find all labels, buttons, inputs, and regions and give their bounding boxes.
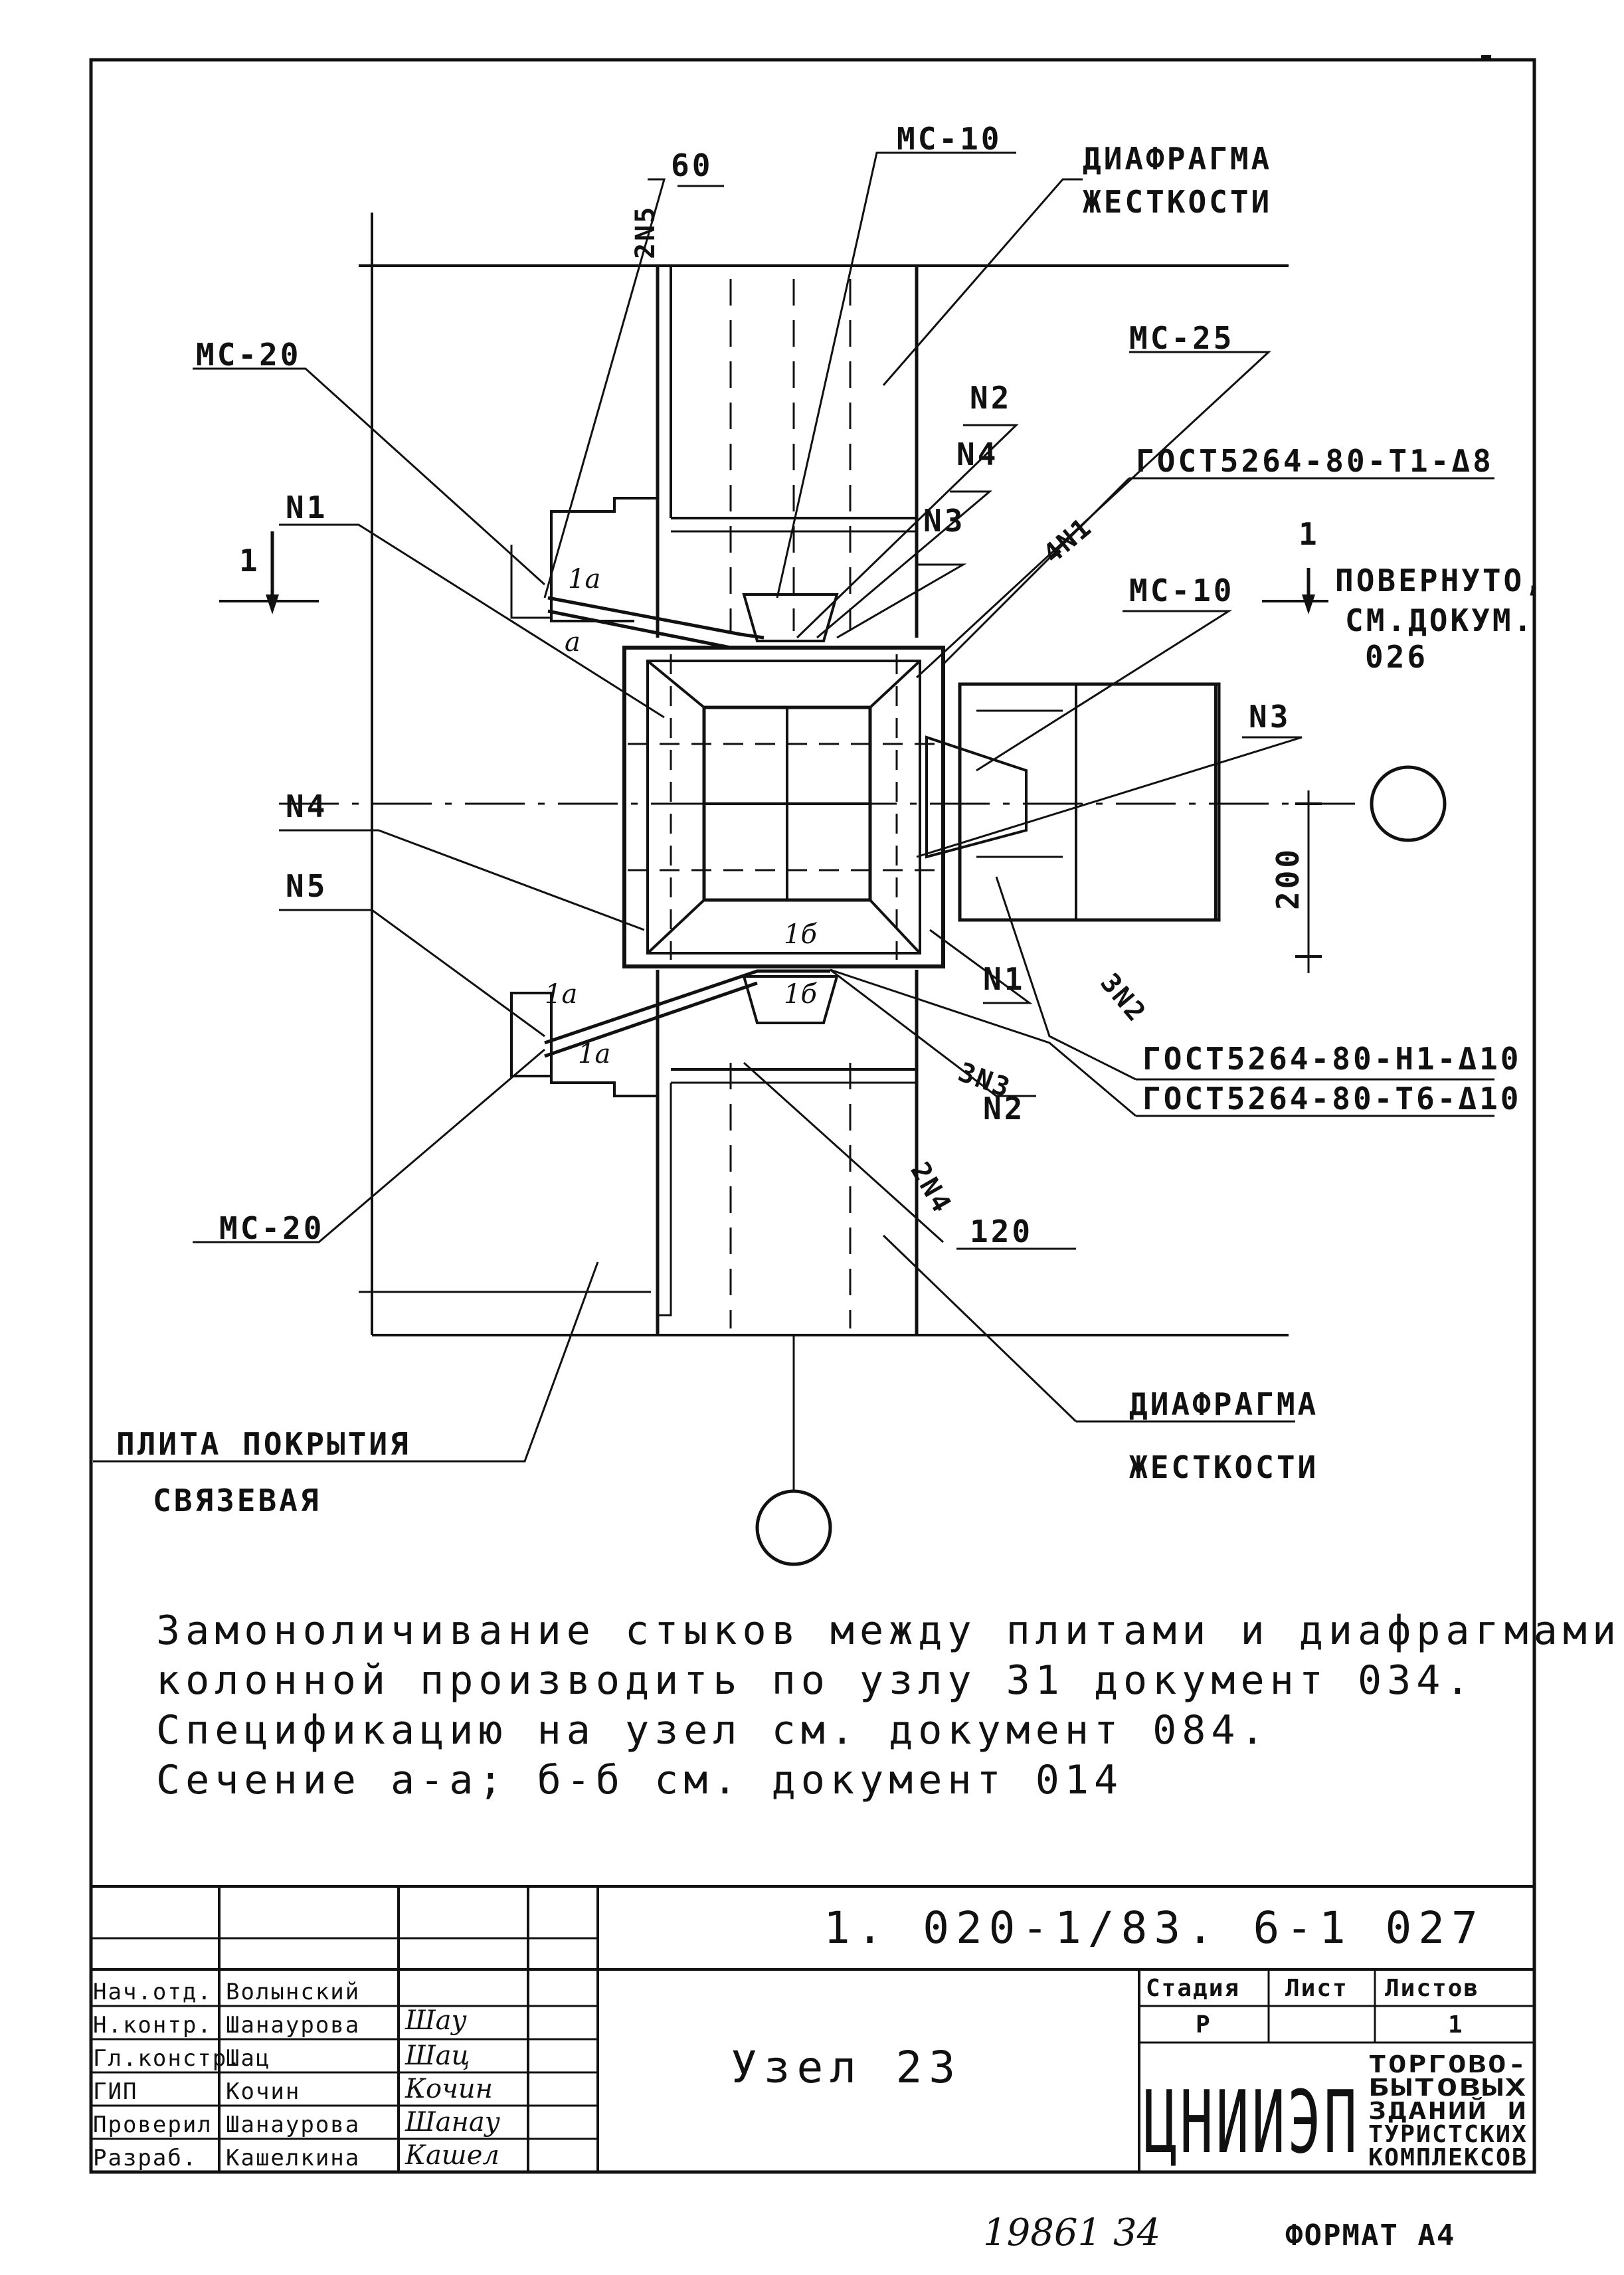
- role-4: ГИП: [93, 2078, 137, 2105]
- sheet-frame: [89, 58, 1536, 2174]
- label-n4-left: N4: [286, 788, 327, 824]
- label-section-1-right: 1: [1299, 516, 1320, 552]
- org-name-3: ЗДАНИЙ И: [1368, 2097, 1528, 2125]
- paper-format: ФОРМАТ А4: [1285, 2219, 1455, 2252]
- label-a-top: а: [565, 627, 581, 658]
- note-line-4: Сечение а-а; б-б см. документ 014: [156, 1757, 1123, 1803]
- label-dim-200: 200: [1270, 847, 1306, 910]
- name-2: Шанаурова: [226, 2012, 360, 2039]
- org-logo: ЦНИИЭП: [1144, 2072, 1360, 2173]
- label-rotated-3: 026: [1365, 639, 1428, 675]
- label-diaphragm-bot-1: ДИАФРАГМА: [1129, 1386, 1318, 1422]
- label-n3-right: N3: [1249, 699, 1291, 735]
- node-title: Узел 23: [731, 2042, 962, 2093]
- role-5: Проверил: [93, 2112, 213, 2138]
- org-name-2: БЫТОВЫХ: [1368, 2074, 1528, 2102]
- signature-4: Шанау: [405, 2107, 501, 2138]
- label-dim-60: 60: [671, 147, 713, 183]
- archive-number: 19861 34: [983, 2211, 1160, 2254]
- name-5: Шанаурова: [226, 2112, 360, 2138]
- label-mc10-top: МС-10: [897, 121, 1002, 157]
- label-la-top: 1а: [568, 564, 600, 594]
- role-6: Разраб.: [93, 2145, 197, 2171]
- signature-5: Кашел: [405, 2140, 499, 2171]
- note-line-3: Спецификацию на узел см. документ 084.: [156, 1707, 1270, 1754]
- label-mc25: МС-25: [1129, 320, 1234, 356]
- label-2n5: 2N5: [630, 205, 661, 259]
- signature-1: Шау: [405, 2005, 467, 2036]
- stage-header: Стадия: [1146, 1975, 1240, 2002]
- label-la-bot-2: 1а: [578, 1039, 610, 1069]
- stage-value: Р: [1196, 2011, 1212, 2039]
- label-slab-2: СВЯЗЕВАЯ: [153, 1483, 321, 1518]
- axis-marker-bottom: [755, 1489, 832, 1566]
- label-1b-bot: 1б: [784, 979, 817, 1010]
- label-rotated-1: ПОВЕРНУТО,: [1335, 563, 1546, 598]
- label-1b-top: 1б: [784, 919, 817, 950]
- label-mc20-top: МС-20: [196, 337, 301, 373]
- note-line-2: колонной производить по узлу 31 документ…: [156, 1657, 1475, 1704]
- role-2: Н.контр.: [93, 2012, 213, 2039]
- label-3n2: 3N2: [1094, 968, 1152, 1029]
- sheets-header: Листов: [1385, 1975, 1479, 2002]
- signature-3: Кочин: [405, 2074, 493, 2104]
- label-la-bot-1: 1а: [545, 979, 577, 1010]
- axis-marker-right: [1370, 765, 1447, 842]
- label-n2-bot: N2: [983, 1091, 1025, 1127]
- doc-code: 1. 020-1/83. 6-1 027: [824, 1902, 1485, 1954]
- node-drawing: МС-10 ДИАФРАГМА ЖЕСТКОСТИ 2N5 60 МС-20 М…: [93, 121, 1546, 1566]
- role-1: Нач.отд.: [93, 1979, 213, 2005]
- sheets-value: 1: [1448, 2011, 1464, 2039]
- label-diaphragm-top-2: ЖЕСТКОСТИ: [1083, 184, 1272, 220]
- label-section-1: 1: [239, 543, 260, 579]
- label-n2-top: N2: [970, 380, 1012, 416]
- label-gost-h1: ГОСТ5264-80-Н1-Δ10: [1142, 1041, 1522, 1077]
- name-4: Кочин: [226, 2078, 300, 2105]
- label-gost-t1: ГОСТ5264-80-Т1-Δ8: [1136, 443, 1494, 479]
- label-mc10-right: МС-10: [1129, 573, 1234, 608]
- name-1: Волынский: [226, 1979, 360, 2005]
- label-2n4: 2N4: [904, 1157, 957, 1219]
- sheet-header: Лист: [1285, 1975, 1348, 2002]
- name-3: Шац: [226, 2045, 270, 2072]
- label-dim-120: 120: [970, 1214, 1033, 1249]
- name-6: Кашелкина: [226, 2145, 360, 2171]
- org-name-1: ТОРГОВО-: [1368, 2051, 1528, 2078]
- label-diaphragm-top-1: ДИАФРАГМА: [1083, 141, 1272, 177]
- signature-2: Шац: [405, 2041, 470, 2071]
- role-3: Гл.констр.: [93, 2045, 242, 2072]
- label-mc20-bot: МС-20: [219, 1210, 324, 1246]
- label-diaphragm-bot-2: ЖЕСТКОСТИ: [1129, 1449, 1318, 1485]
- title-block: 1. 020-1/83. 6-1 027 Нач.отд. Н.контр. Г…: [91, 1885, 1534, 2173]
- note-line-1: Замоноличивание стыков между плитами и д…: [156, 1607, 1624, 1654]
- label-n1-left: N1: [286, 490, 327, 525]
- label-slab-1: ПЛИТА ПОКРЫТИЯ: [116, 1426, 411, 1462]
- label-n3-top: N3: [923, 503, 965, 539]
- label-n1-right: N1: [983, 961, 1025, 997]
- org-name-5: КОМПЛЕКСОВ: [1368, 2144, 1528, 2171]
- label-rotated-2: СМ.ДОКУМ.: [1345, 602, 1534, 638]
- org-name-4: ТУРИСТСКИХ: [1368, 2121, 1528, 2148]
- notes-block: Замоноличивание стыков между плитами и д…: [156, 1607, 1624, 1803]
- label-gost-t6: ГОСТ5264-80-Т6-Δ10: [1142, 1081, 1522, 1117]
- label-n4-top: N4: [956, 436, 998, 472]
- label-n5: N5: [286, 868, 327, 904]
